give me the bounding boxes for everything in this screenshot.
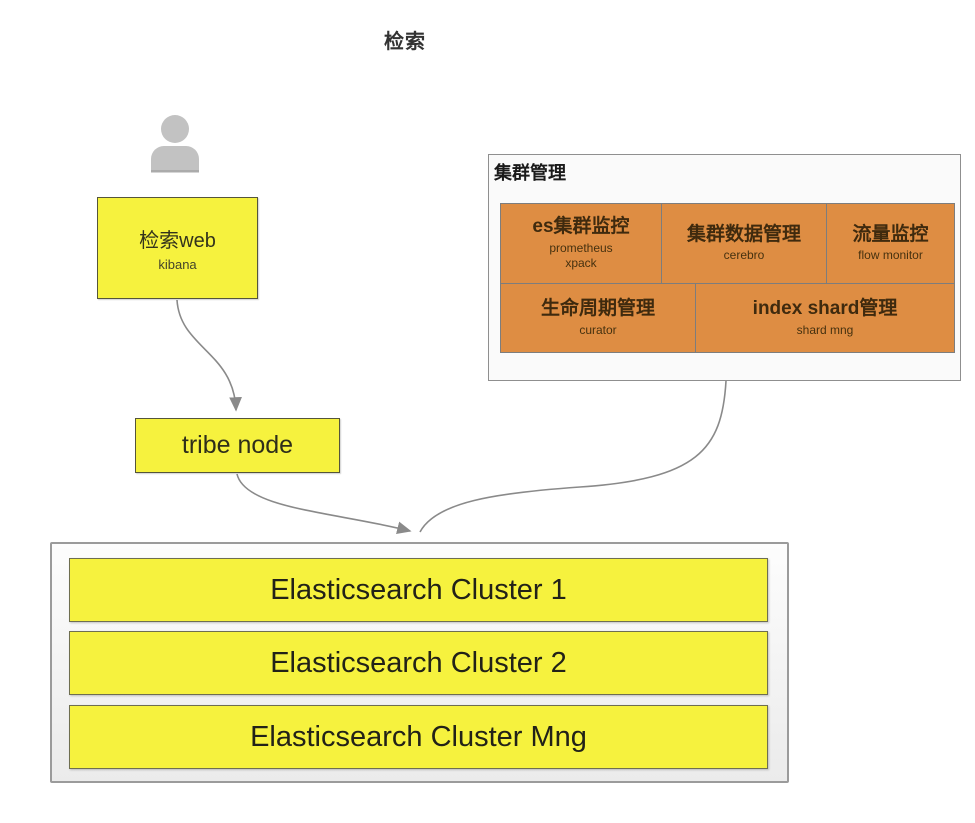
edge-kibana-to-tribe	[176, 299, 242, 412]
user-person-icon	[145, 103, 205, 175]
kibana-label: 检索web	[139, 230, 216, 252]
cell-sublabel: cerebro	[723, 248, 765, 263]
es-cluster-label: Elasticsearch Cluster Mng	[250, 720, 587, 753]
mgmt-row-bottom: 生命周期管理 curator index shard管理 shard mng	[500, 283, 955, 353]
tribe-node-label: tribe node	[181, 431, 294, 459]
cell-sublabel: prometheus xpack	[549, 240, 613, 270]
cell-label: 集群数据管理	[686, 223, 801, 245]
cell-sublabel: flow monitor	[858, 248, 923, 263]
cell-label: es集群监控	[532, 216, 630, 238]
edge-mgmt-to-cluster	[419, 380, 727, 533]
cell-label: index shard管理	[752, 298, 898, 320]
es-cluster-label: Elasticsearch Cluster 1	[270, 573, 567, 606]
diagram-title: 检索	[384, 31, 426, 53]
node-tribe-node: tribe node	[135, 418, 340, 473]
edge-tribe-to-cluster	[236, 473, 412, 535]
elasticsearch-cluster-group: Elasticsearch Cluster 1 Elasticsearch Cl…	[50, 542, 789, 783]
cluster-management-grid: es集群监控 prometheus xpack 集群数据管理 cerebro 流…	[500, 203, 955, 353]
node-es-cluster-2: Elasticsearch Cluster 2	[69, 631, 768, 695]
node-es-cluster-mng: Elasticsearch Cluster Mng	[69, 705, 768, 769]
kibana-sublabel: kibana	[158, 257, 197, 272]
cell-label: 流量监控	[852, 223, 929, 245]
node-es-cluster-1: Elasticsearch Cluster 1	[69, 558, 768, 622]
cell-index-shard-mgmt: index shard管理 shard mng	[695, 283, 955, 353]
mgmt-row-top: es集群监控 prometheus xpack 集群数据管理 cerebro 流…	[500, 203, 955, 284]
cell-lifecycle-mgmt: 生命周期管理 curator	[500, 283, 696, 353]
cell-flow-monitor: 流量监控 flow monitor	[826, 203, 955, 284]
cluster-management-title: 集群管理	[494, 163, 566, 183]
es-cluster-label: Elasticsearch Cluster 2	[270, 646, 567, 679]
cell-cluster-data-mgmt: 集群数据管理 cerebro	[661, 203, 827, 284]
cell-es-cluster-monitor: es集群监控 prometheus xpack	[500, 203, 662, 284]
cell-sublabel: shard mng	[796, 322, 854, 337]
cell-label: 生命周期管理	[540, 298, 655, 320]
cluster-management-group: 集群管理 es集群监控 prometheus xpack 集群数据管理 cere…	[488, 154, 961, 381]
cell-sublabel: curator	[579, 322, 617, 337]
node-kibana-web: 检索web kibana	[97, 197, 258, 299]
